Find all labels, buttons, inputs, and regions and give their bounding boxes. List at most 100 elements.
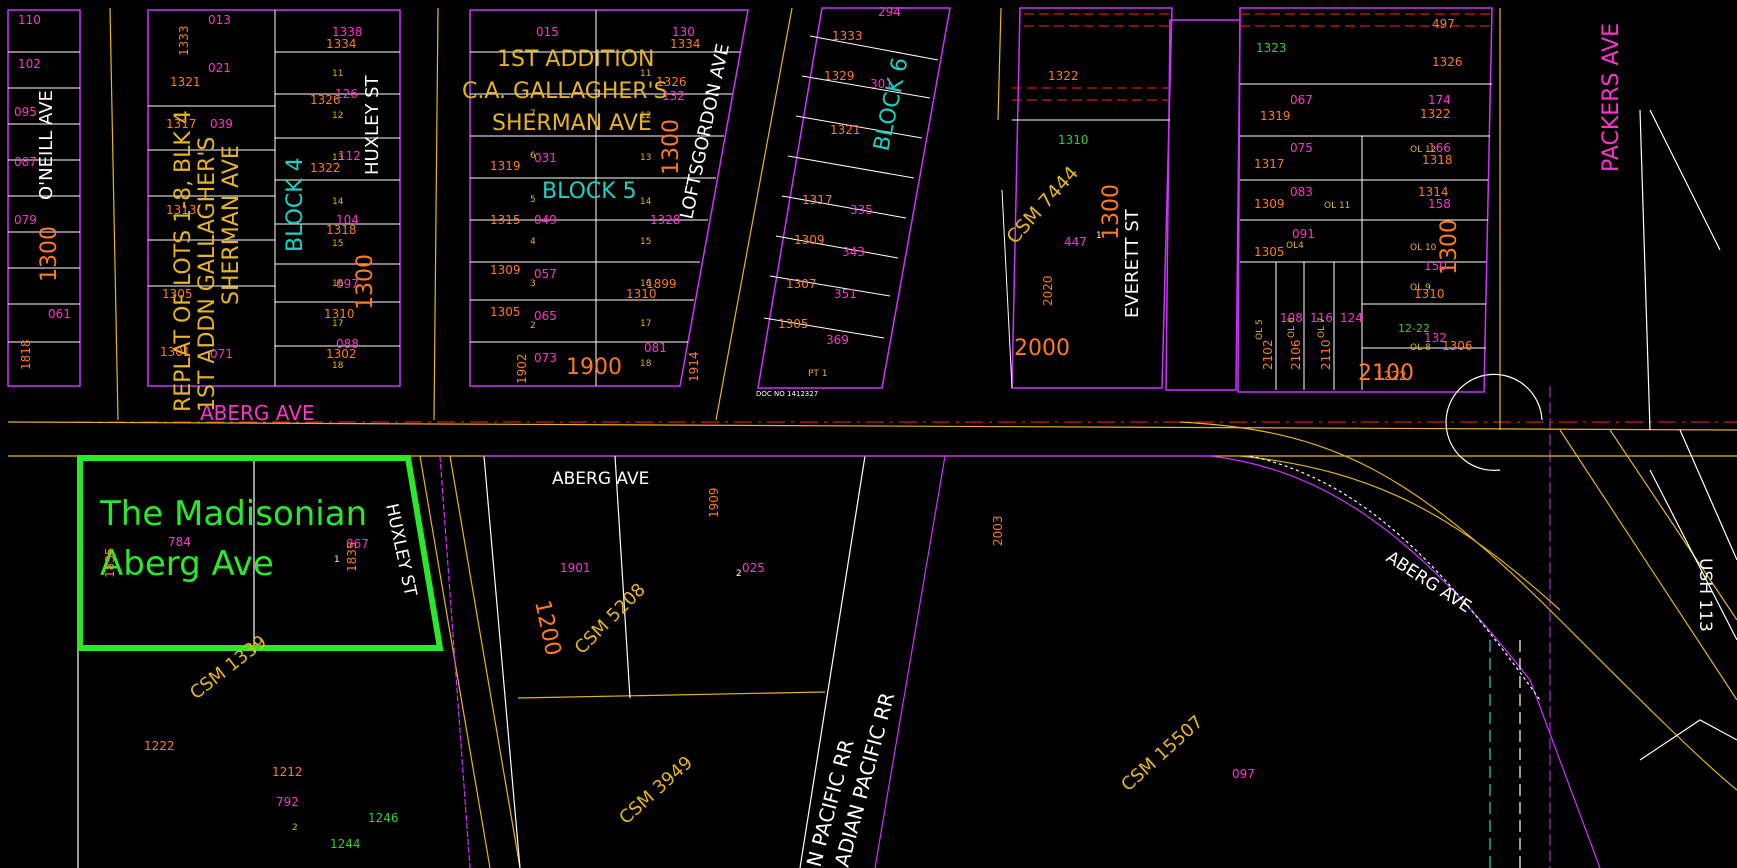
svg-text:17: 17 <box>332 319 343 329</box>
lot-031: 031 <box>534 151 557 165</box>
lot-1212: 1212 <box>272 765 303 779</box>
lot-1338: 1338 <box>332 25 363 39</box>
lot-1305c: 1305 <box>778 317 809 331</box>
lot-166: 166 <box>1428 141 1451 155</box>
replat-label-line1: REPLAT OF LOTS 1-8, BLK 4 <box>171 110 196 412</box>
lot-075: 075 <box>1290 141 1313 155</box>
range-2100: 2100 <box>1358 361 1414 386</box>
block-6-outline <box>757 7 951 389</box>
lot-087: 087 <box>14 155 37 169</box>
lot-1326c: 1326 <box>1432 55 1463 69</box>
block-4-label: BLOCK 4 <box>283 157 308 252</box>
aberg-ave-south-label: ABERG AVE <box>552 469 649 489</box>
lot-1328: 1328 <box>650 213 681 227</box>
lot-091: 091 <box>1292 227 1315 241</box>
lot-1318: 1318 <box>326 223 357 237</box>
lot-049: 049 <box>534 213 557 227</box>
lot-124: 124 <box>1340 311 1363 325</box>
oneill-ave-label: O'NEILL AVE <box>36 90 57 200</box>
madisonian-label-line2: Aberg Ave <box>100 544 274 584</box>
lot-1322: 1322 <box>310 161 341 175</box>
lot-1309c: 1309 <box>1254 197 1285 211</box>
range-1300-e: 1300 <box>1437 219 1462 275</box>
lot-1835b: 1835 <box>345 541 359 572</box>
lot-108: 108 <box>1280 311 1303 325</box>
lot-061: 061 <box>48 307 71 321</box>
lot-1319: 1319 <box>490 159 521 173</box>
lot-2003: 2003 <box>991 515 1005 546</box>
lot-132: 132 <box>662 89 685 103</box>
svg-text:18: 18 <box>332 361 344 371</box>
block-5-outline <box>469 9 749 387</box>
lot-335: 335 <box>850 203 873 217</box>
range-1300-b: 1300 <box>353 254 378 310</box>
lot-301: 301 <box>870 77 893 91</box>
lot-013: 013 <box>208 13 231 27</box>
lot-097b: 097 <box>1232 767 1255 781</box>
lot-1317: 1317 <box>166 117 197 131</box>
svg-text:OL 9: OL 9 <box>1410 283 1431 293</box>
madisonian-label-line1: The Madisonian <box>99 494 367 534</box>
lot-081: 081 <box>644 341 667 355</box>
lot-112: 112 <box>338 149 361 163</box>
svg-text:12-22: 12-22 <box>1398 322 1430 335</box>
lot-1333: 1333 <box>177 25 191 56</box>
lot-039: 039 <box>210 117 233 131</box>
huxley-st-north-label: HUXLEY ST <box>362 74 383 175</box>
lot-1329: 1329 <box>824 69 855 83</box>
lot-1914: 1914 <box>687 351 701 382</box>
lot-1246: 1246 <box>368 811 399 825</box>
aberg-ave-north-label: ABERG AVE <box>200 401 315 425</box>
lot-1317c: 1317 <box>1254 157 1285 171</box>
range-1300-c: 1300 <box>659 119 684 175</box>
range-1300-a: 1300 <box>37 226 62 282</box>
lot-1334b: 1334 <box>670 37 701 51</box>
block-5-label: BLOCK 5 <box>542 179 637 204</box>
lot-071: 071 <box>210 347 233 361</box>
svg-text:15: 15 <box>332 239 343 249</box>
lot-083: 083 <box>1290 185 1313 199</box>
lot-343: 343 <box>842 245 865 259</box>
madisonian-highlight-box[interactable] <box>77 455 444 651</box>
svg-text:12: 12 <box>640 111 651 121</box>
lot-1309: 1309 <box>490 263 521 277</box>
lot-150: 150 <box>1424 259 1447 273</box>
lot-088: 088 <box>336 337 359 351</box>
lot-073: 073 <box>534 351 557 365</box>
row-lines <box>8 13 1737 868</box>
svg-text:18: 18 <box>640 359 652 369</box>
svg-text:5: 5 <box>530 195 536 205</box>
packers-cul-de-sac <box>1445 373 1543 471</box>
lot-1244: 1244 <box>330 837 361 851</box>
address-range-labels: 1300 1300 1300 1300 1300 1900 2000 2100 … <box>37 119 1462 658</box>
lot-1334: 1334 <box>326 37 357 51</box>
svg-text:1: 1 <box>334 555 340 565</box>
lot-1305b: 1305 <box>490 305 521 319</box>
lot-079: 079 <box>14 213 37 227</box>
svg-text:DOC NO 1412327: DOC NO 1412327 <box>756 390 818 398</box>
lot-097: 097 <box>336 277 359 291</box>
svg-text:4: 4 <box>530 237 536 247</box>
lot-1321b: 1321 <box>830 123 861 137</box>
svg-text:11: 11 <box>640 69 651 79</box>
north-block-outlines <box>7 7 1493 393</box>
svg-text:6: 6 <box>530 151 536 161</box>
svg-text:11: 11 <box>332 69 343 79</box>
madisonian-label[interactable]: The Madisonian Aberg Ave <box>99 494 367 584</box>
lot-025: 025 <box>742 561 765 575</box>
lot-number-labels: 110 102 095 087 079 061 013 021 039 071 … <box>14 5 1473 851</box>
svg-text:OL 5: OL 5 <box>1255 319 1265 340</box>
lot-1222: 1222 <box>1376 369 1407 383</box>
lot-021: 021 <box>208 61 231 75</box>
replat-label-line2: 1ST ADDN GALLAGHER'S <box>195 137 220 412</box>
lot-792: 792 <box>276 795 299 809</box>
lot-lines <box>8 10 1492 390</box>
lot-1314: 1314 <box>1418 185 1449 199</box>
lot-1310: 1310 <box>324 307 355 321</box>
lot-067: 067 <box>1290 93 1313 107</box>
range-2000: 2000 <box>1014 336 1070 361</box>
lot-1818: 1818 <box>19 339 33 370</box>
lot-2106: 2106 <box>1289 339 1303 370</box>
